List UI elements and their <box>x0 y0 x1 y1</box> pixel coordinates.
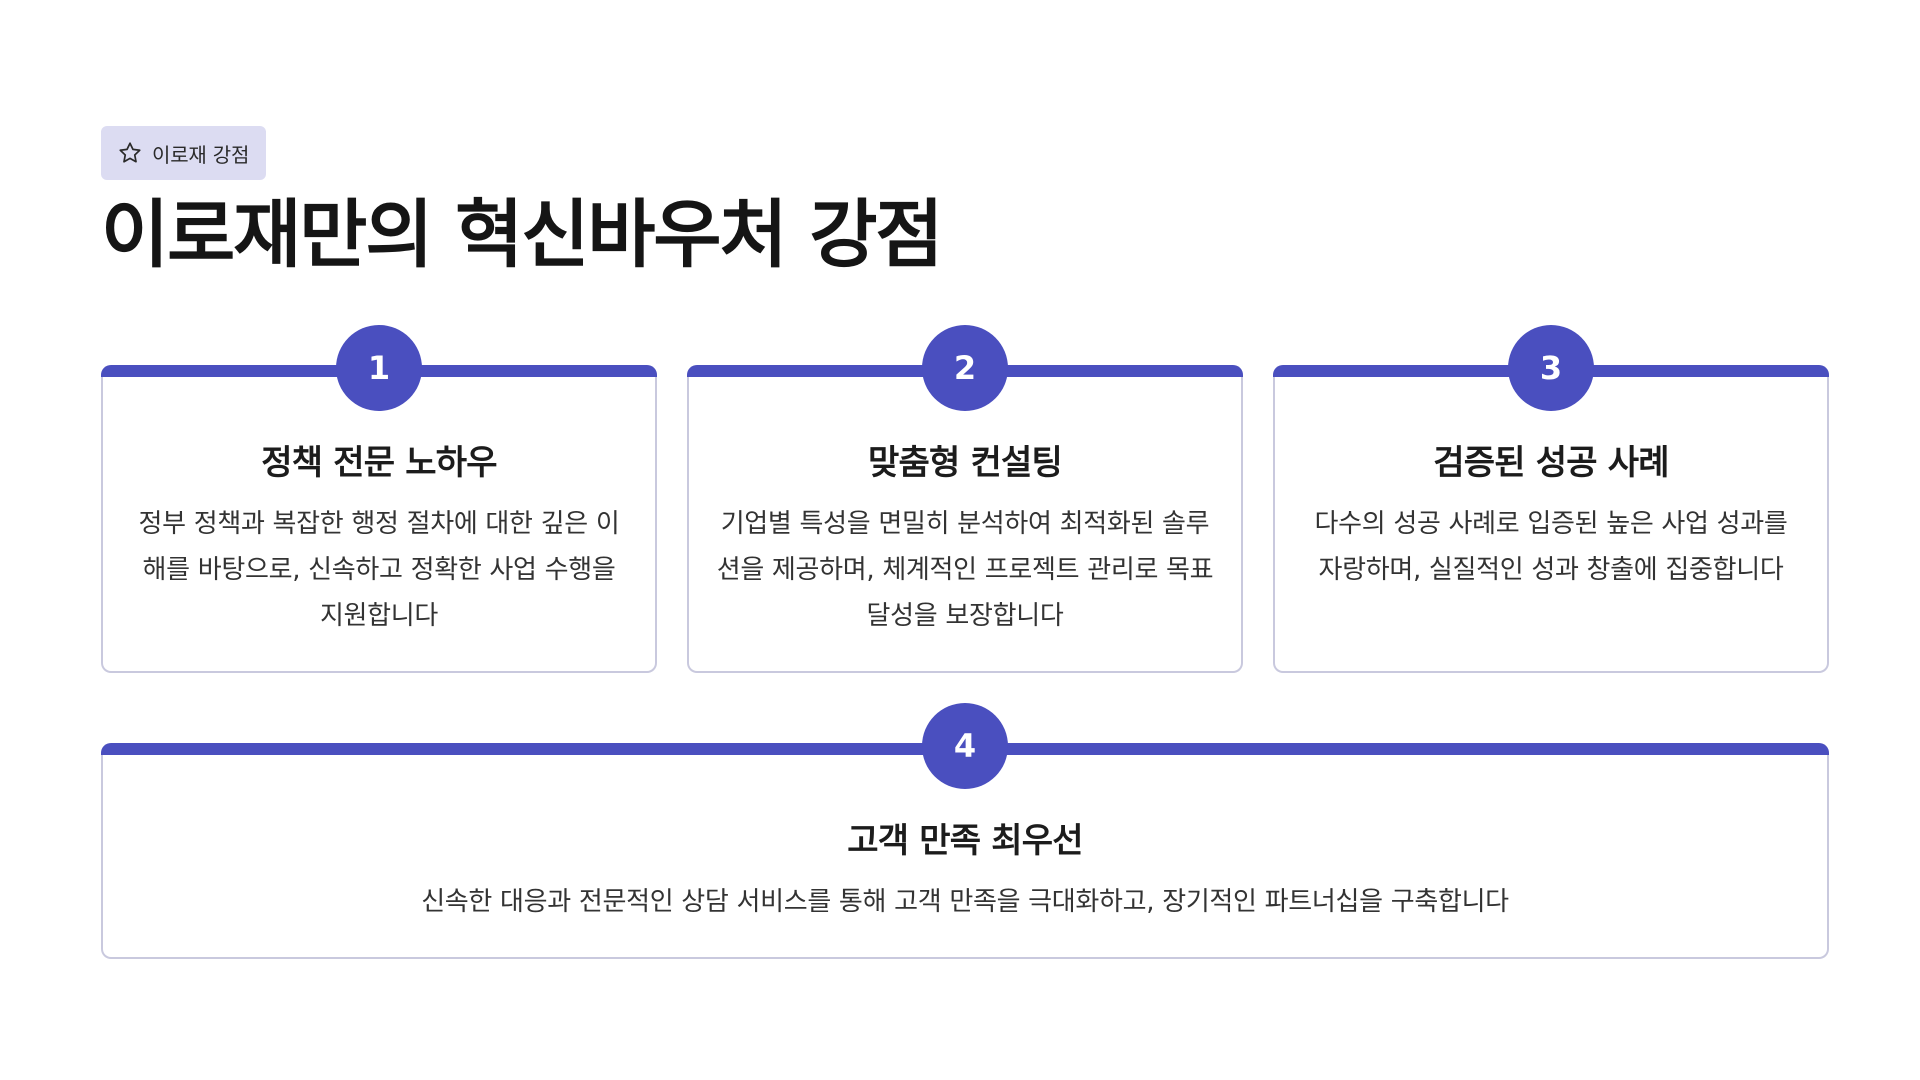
card-title: 검증된 성공 사례 <box>1433 443 1669 483</box>
card-title: 맞춤형 컨설팅 <box>868 443 1063 483</box>
card-description: 정부 정책과 복잡한 행정 절차에 대한 깊은 이해를 바탕으로, 신속하고 정… <box>138 509 620 631</box>
strength-card: 1 정책 전문 노하우 정부 정책과 복잡한 행정 절차에 대한 깊은 이해를 … <box>101 325 657 673</box>
card-title: 정책 전문 노하우 <box>261 443 497 483</box>
page-title: 이로재만의 혁신바우처 강점 <box>101 192 943 278</box>
star-icon <box>117 140 143 166</box>
card-description: 다수의 성공 사례로 입증된 높은 사업 성과를 자랑하며, 실질적인 성과 창… <box>1314 509 1788 585</box>
section-badge: 이로재 강점 <box>101 126 267 180</box>
badge-label: 이로재 강점 <box>152 142 250 167</box>
step-number-badge: 2 <box>922 325 1008 411</box>
card-title: 고객 만족 최우선 <box>847 821 1083 861</box>
strength-card: 2 맞춤형 컨설팅 기업별 특성을 면밀히 분석하여 최적화된 솔루션을 제공하… <box>687 325 1243 673</box>
step-number-badge: 1 <box>336 325 422 411</box>
strength-card-wide: 4 고객 만족 최우선 신속한 대응과 전문적인 상담 서비스를 통해 고객 만… <box>101 703 1829 959</box>
card-description: 기업별 특성을 면밀히 분석하여 최적화된 솔루션을 제공하며, 체계적인 프로… <box>716 509 1214 631</box>
step-number-badge: 3 <box>1508 325 1594 411</box>
strength-card: 3 검증된 성공 사례 다수의 성공 사례로 입증된 높은 사업 성과를 자랑하… <box>1273 325 1829 673</box>
card-description: 신속한 대응과 전문적인 상담 서비스를 통해 고객 만족을 극대화하고, 장기… <box>421 887 1509 917</box>
step-number-badge: 4 <box>922 703 1008 789</box>
